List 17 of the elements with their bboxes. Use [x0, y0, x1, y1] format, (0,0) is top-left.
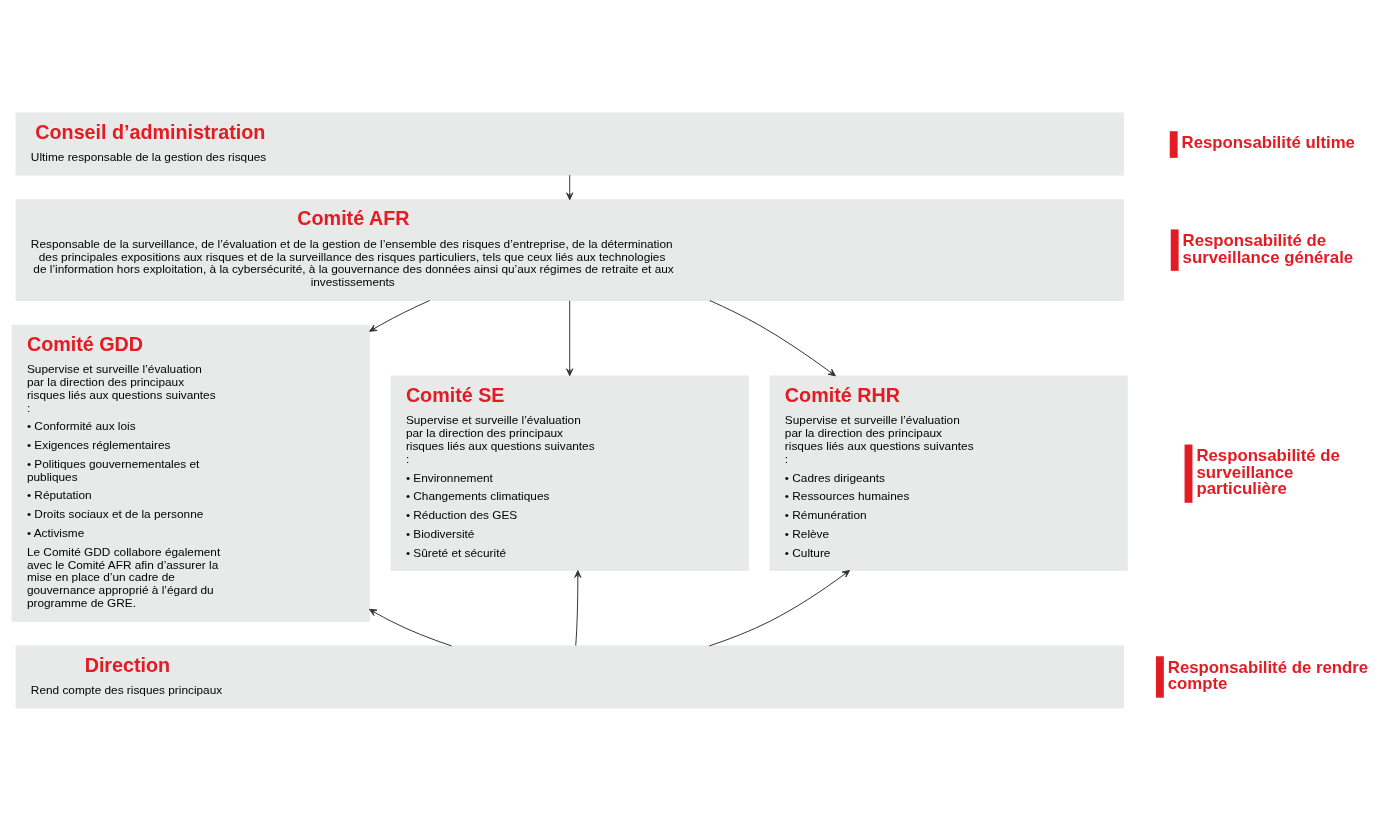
- label: Responsabilité ultime: [1181, 132, 1355, 152]
- arrow: [709, 300, 836, 377]
- arrow: [708, 569, 851, 647]
- node-box: Comité SE Supervise et surveille l’évaluation par la direction des principaux risques liés aux questions suivantes : • Environnement • Changements climatiques • Réduction des GES • Biodiversité • Sûreté et sécurité: [390, 375, 749, 571]
- arrow: [368, 608, 452, 647]
- node-box: Comité RHR Supervise et surveille l’évaluation par la direction des principaux risques liés aux questions suivantes : • Cadres dirigeants • Ressources humaines • Rémunération • Relève • Culture: [769, 375, 1128, 571]
- label: Responsabilité de surveillance particulière: [1196, 445, 1340, 499]
- label: Responsabilité de rendre compte: [1167, 657, 1369, 694]
- label: Responsabilité de surveillance générale: [1182, 230, 1354, 267]
- node-box: Comité AFR Responsable de la surveillance, de l’évaluation et de la gestion de l’ensemble des risques d’entreprise, de la détermination des principales expositions aux risques et de la surveillance des risques particuliers, tels que ceux liés aux technologies de l’information hors exploitation, à la cybersécurité, à la gouvernance des données ainsi qu’aux régimes de retraite et aux investissements: [15, 199, 1124, 301]
- arrow: [566, 174, 574, 201]
- node-box: Comité GDD Supervise et surveille l’évaluation par la direction des principaux risques liés aux questions suivantes : • Conformité aux lois • Exigences réglementaires • Politiques gouvernementales et publiques • Réputation • Droits sociaux et de la personne • Activisme Le Comité GDD collabore également avec le Comité AFR afin d’assurer la mise en place d’un cadre de gouvernance approprié à l’égard du programme de GRE.: [11, 324, 370, 622]
- node-box: Conseil d’administration Ultime responsable de la gestion des risques: [15, 112, 1124, 176]
- arrow: [574, 570, 582, 646]
- arrow: [566, 300, 574, 377]
- arrow: [369, 300, 431, 332]
- node-box: Direction Rend compte des risques principaux: [15, 645, 1124, 709]
